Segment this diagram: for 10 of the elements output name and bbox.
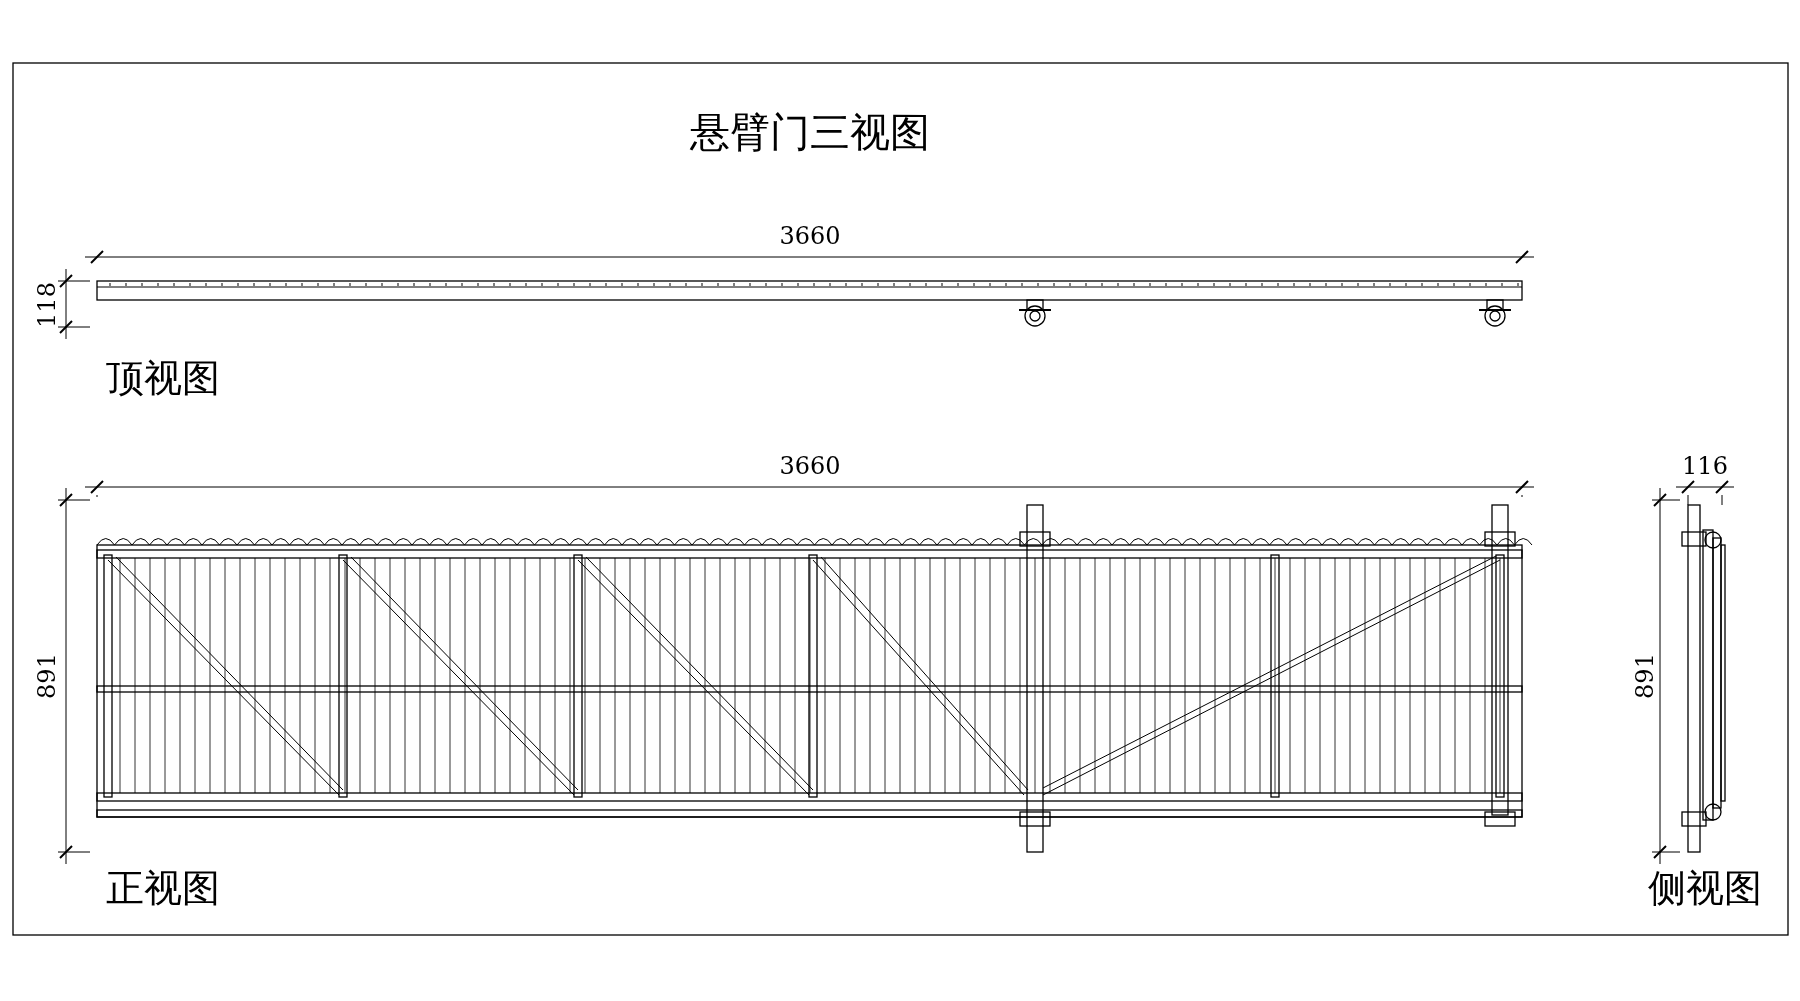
view-label: 正视图	[106, 869, 220, 907]
view-label: 侧视图	[1648, 869, 1762, 907]
dimension-text: 3660	[779, 224, 841, 248]
drawing-title: 悬臂门三视图	[690, 112, 930, 152]
dimension-text: 116	[1682, 454, 1728, 478]
view-label: 顶视图	[106, 359, 220, 397]
dimension-text: 891	[1633, 653, 1657, 699]
dimension-text: 891	[35, 653, 59, 699]
dimension-text: 118	[35, 282, 59, 328]
dimension-text: 3660	[779, 454, 841, 478]
